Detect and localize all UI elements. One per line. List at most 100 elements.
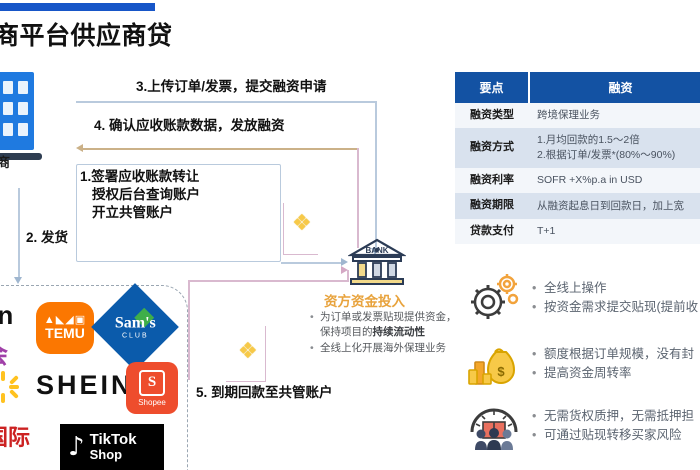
shopee-logo: S Shopee	[126, 362, 178, 414]
table-row: 融资方式 1.月均回款的1.5～2倍 2.根据订单/发票*(80%～90%)	[455, 128, 700, 168]
table-row: 融资利率 SOFR +X%p.a in USD	[455, 167, 700, 194]
shein-logo: SHEIN	[36, 370, 134, 400]
flow-line-step4	[82, 148, 357, 150]
sams-club-sub: CLUB	[121, 332, 149, 339]
benefit-line: 全线上操作	[532, 279, 698, 299]
table-cell-key: 贷款支付	[455, 218, 529, 244]
supplier-node	[0, 72, 56, 160]
page-title: 商平台供应商贷	[0, 22, 173, 50]
tiktok-shop-logo: ♪ TikTok Shop	[60, 424, 164, 470]
temu-logo: ▲◣◢▣ TEMU	[36, 302, 94, 354]
tiktok-shop-sub: Shop	[89, 447, 123, 463]
table-row: 贷款支付 T+1	[455, 218, 700, 244]
step1-line-3: 开立共管账户	[92, 205, 173, 221]
table-header-value: 融资	[529, 72, 700, 103]
table-cell-line: 从融资起息日到回款日，加上宽	[537, 199, 684, 212]
table-cell-key: 融资期限	[455, 193, 529, 219]
benefit-text-2: 额度根据订单规模，没有封 提高资金周转率	[532, 345, 694, 384]
step1-connector	[76, 164, 281, 262]
table-cell-line: 跨境保理业务	[537, 109, 600, 122]
step-label-1: 1.签署应收账款转让 授权后台查询账户 开立共管账户	[80, 168, 275, 223]
step1-line-2: 授权后台查询账户	[92, 187, 200, 203]
temu-wordmark: TEMU	[45, 324, 85, 341]
amazon-logo: on	[0, 300, 13, 330]
purple-cn-logo: 会	[0, 335, 8, 370]
flow-line-step5-riser	[188, 280, 190, 380]
bank-bullet-1: 为订单或发票贴现提供资金， 保持项目的持续流动性	[310, 310, 460, 340]
gear-icon	[466, 272, 522, 324]
flow-line-step5-bank-drop	[347, 270, 349, 282]
arrowhead-step3	[371, 248, 379, 255]
bank-bullet-1-a: 为订单或发票贴现提供资金，	[320, 311, 457, 323]
walmart-spark-logo	[0, 370, 20, 404]
title-accent-bar	[0, 3, 155, 11]
benefit-text-1: 全线上操作 按资金需求提交贴现(提前收	[532, 279, 698, 318]
tiktok-wordmark: TikTok	[89, 431, 137, 449]
svg-text:$: $	[497, 364, 505, 379]
flow-line-step3-drop	[375, 101, 377, 251]
table-header-key: 要点	[455, 72, 530, 103]
money-frame-1	[283, 203, 318, 255]
shopee-wordmark: Shopee	[138, 397, 166, 407]
shopee-bag-icon: S	[139, 369, 165, 396]
supplier-label: 应商	[0, 155, 11, 170]
benefit-line: 按资金需求提交贴现(提前收	[532, 298, 698, 318]
coin-stack-icon: ❖	[292, 210, 312, 235]
flow-line-step3	[76, 101, 376, 103]
table-cell-value: SOFR +X%p.a in USD	[529, 167, 700, 194]
building-icon	[0, 72, 34, 150]
step-label-2: 2. 发货	[26, 230, 69, 245]
table-row: 融资期限 从融资起息日到回款日，加上宽	[455, 193, 700, 219]
flow-line-step2	[18, 188, 20, 280]
music-note-icon: ♪	[68, 432, 85, 462]
sams-wordmark: Sam's	[114, 314, 156, 331]
benefit-text-3: 无需货权质押，无需抵押担 可通过贴现转移买家风险	[532, 407, 694, 446]
table-cell-line: SOFR +X%p.a in USD	[537, 174, 643, 187]
benefit-row-3: 无需货权质押，无需抵押担 可通过贴现转移买家风险	[466, 400, 694, 452]
benefit-row-2: $ 额度根据订单规模，没有封 提高资金周转率	[466, 338, 694, 390]
step-label-5: 5. 到期回款至共管账户	[196, 385, 333, 400]
building-base	[0, 153, 42, 160]
svg-text:BANK: BANK	[365, 246, 388, 255]
bank-bullet-1-b: 保持项目的	[320, 326, 373, 339]
table-cell-value: 1.月均回款的1.5～2倍 2.根据订单/发票*(80%～90%)	[529, 128, 700, 168]
benefit-row-1: 全线上操作 按资金需求提交贴现(提前收	[466, 272, 698, 324]
temu-glyph-row: ▲◣◢▣	[43, 313, 87, 326]
flow-line-step4-riser	[357, 148, 359, 248]
table-row: 融资类型 跨境保理业务	[455, 103, 700, 129]
bank-icon: BANK	[346, 238, 408, 295]
financing-info-table: 要点 融资 融资类型 跨境保理业务 融资方式 1.月均回款的1.5～2倍 2.根…	[455, 72, 700, 244]
table-cell-value: 跨境保理业务	[529, 103, 700, 129]
money-bag-icon: $	[466, 338, 522, 390]
table-cell-value: 从融资起息日到回款日，加上宽	[529, 193, 700, 219]
people-shield-icon	[466, 400, 522, 452]
benefit-line: 无需货权质押，无需抵押担	[532, 407, 694, 427]
arrowhead-step4	[76, 144, 83, 152]
step-label-3: 3.上传订单/发票，提交融资申请	[136, 79, 327, 94]
arrowhead-step2	[14, 277, 22, 284]
table-cell-line: 1.月均回款的1.5～2倍	[537, 134, 640, 147]
money-frame-2	[226, 326, 266, 382]
arrowhead-step5	[341, 266, 348, 274]
red-cn-logo: 国际	[0, 425, 31, 450]
bank-title: 资方资金投入	[324, 294, 405, 309]
bank-bullet-list: 为订单或发票贴现提供资金， 保持项目的持续流动性 全线上化开展海外保理业务	[310, 310, 460, 358]
table-cell-line: 2.根据订单/发票*(80%～90%)	[537, 149, 676, 162]
table-cell-key: 融资方式	[455, 128, 529, 168]
arrowhead-step1	[341, 258, 348, 266]
benefit-line: 提高资金周转率	[532, 364, 694, 384]
bank-bullet-2: 全线上化开展海外保理业务	[310, 341, 460, 356]
flow-line-step1-out	[281, 262, 343, 264]
benefit-line: 额度根据订单规模，没有封	[532, 345, 694, 365]
flow-line-step5-top	[188, 280, 348, 282]
table-header-row: 要点 融资	[455, 72, 700, 103]
benefit-line: 可通过贴现转移买家风险	[532, 426, 694, 446]
table-cell-line: T+1	[537, 224, 556, 237]
bank-bullet-1-bold: 持续流动性	[372, 326, 426, 339]
platform-logos-container	[0, 285, 188, 470]
step1-line-1: 1.签署应收账款转让	[80, 169, 200, 184]
table-cell-value: T+1	[529, 218, 700, 244]
table-cell-key: 融资类型	[455, 103, 529, 129]
step-label-4: 4. 确认应收账款数据，发放融资	[94, 118, 285, 133]
